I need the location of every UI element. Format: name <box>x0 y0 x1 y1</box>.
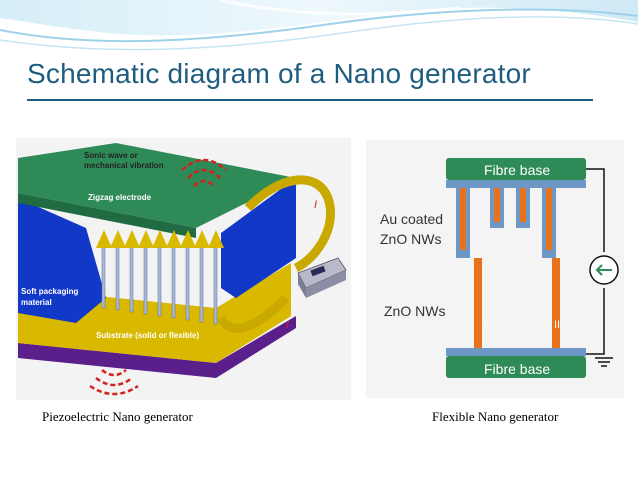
soft-packaging-right <box>221 178 296 298</box>
wire-top <box>244 175 335 273</box>
label-current-bottom: I <box>286 319 289 331</box>
label-zno-nws: ZnO NWs <box>384 303 445 319</box>
au-coated-nanowires <box>456 188 556 258</box>
label-wire-one: I <box>484 319 487 331</box>
caption-flexible: Flexible Nano generator <box>432 409 559 424</box>
label-au-coated: Au coated <box>380 211 443 227</box>
zigzag-electrode-top <box>18 143 296 228</box>
label-mechanical-vibration: mechanical vibration <box>84 161 164 170</box>
label-zigzag-electrode: Zigzag electrode <box>88 193 152 202</box>
label-soft-packaging-material: material <box>21 298 52 307</box>
label-fibre-base-bottom: Fibre base <box>484 361 550 377</box>
label-au-coated-nws: ZnO NWs <box>380 231 441 247</box>
label-wire-two: II <box>554 319 560 331</box>
nanowire-array <box>96 230 224 325</box>
substrate-layer <box>18 263 291 363</box>
label-sonic-wave: Sonic wave or <box>84 151 138 160</box>
slide-title: Schematic diagram of a Nano generator <box>27 58 531 89</box>
label-substrate: Substrate (solid or flexible) <box>96 331 199 340</box>
standing-nanowires <box>474 258 560 348</box>
base-layer <box>18 316 296 378</box>
soft-packaging-left <box>18 198 106 323</box>
flexible-nanogenerator-diagram: Fibre base Fibre base Au coated ZnO NWs … <box>366 140 624 398</box>
caption-piezoelectric: Piezoelectric Nano generator <box>42 409 193 424</box>
wire-bottom <box>216 294 290 333</box>
sound-wave-bottom <box>89 369 139 396</box>
fibre-base-top <box>446 158 586 180</box>
label-current-top: I <box>314 199 317 211</box>
label-fibre-base-top: Fibre base <box>484 162 550 178</box>
decorative-banner <box>0 0 638 51</box>
sound-wave-top <box>181 158 227 187</box>
fibre-base-bottom <box>446 356 586 378</box>
external-circuit <box>586 168 613 367</box>
title-underline <box>27 99 593 101</box>
piezoelectric-nanogenerator-diagram: Sonic wave or mechanical vibration Zigza… <box>16 138 351 400</box>
label-soft-packaging: Soft packaging <box>21 287 78 296</box>
